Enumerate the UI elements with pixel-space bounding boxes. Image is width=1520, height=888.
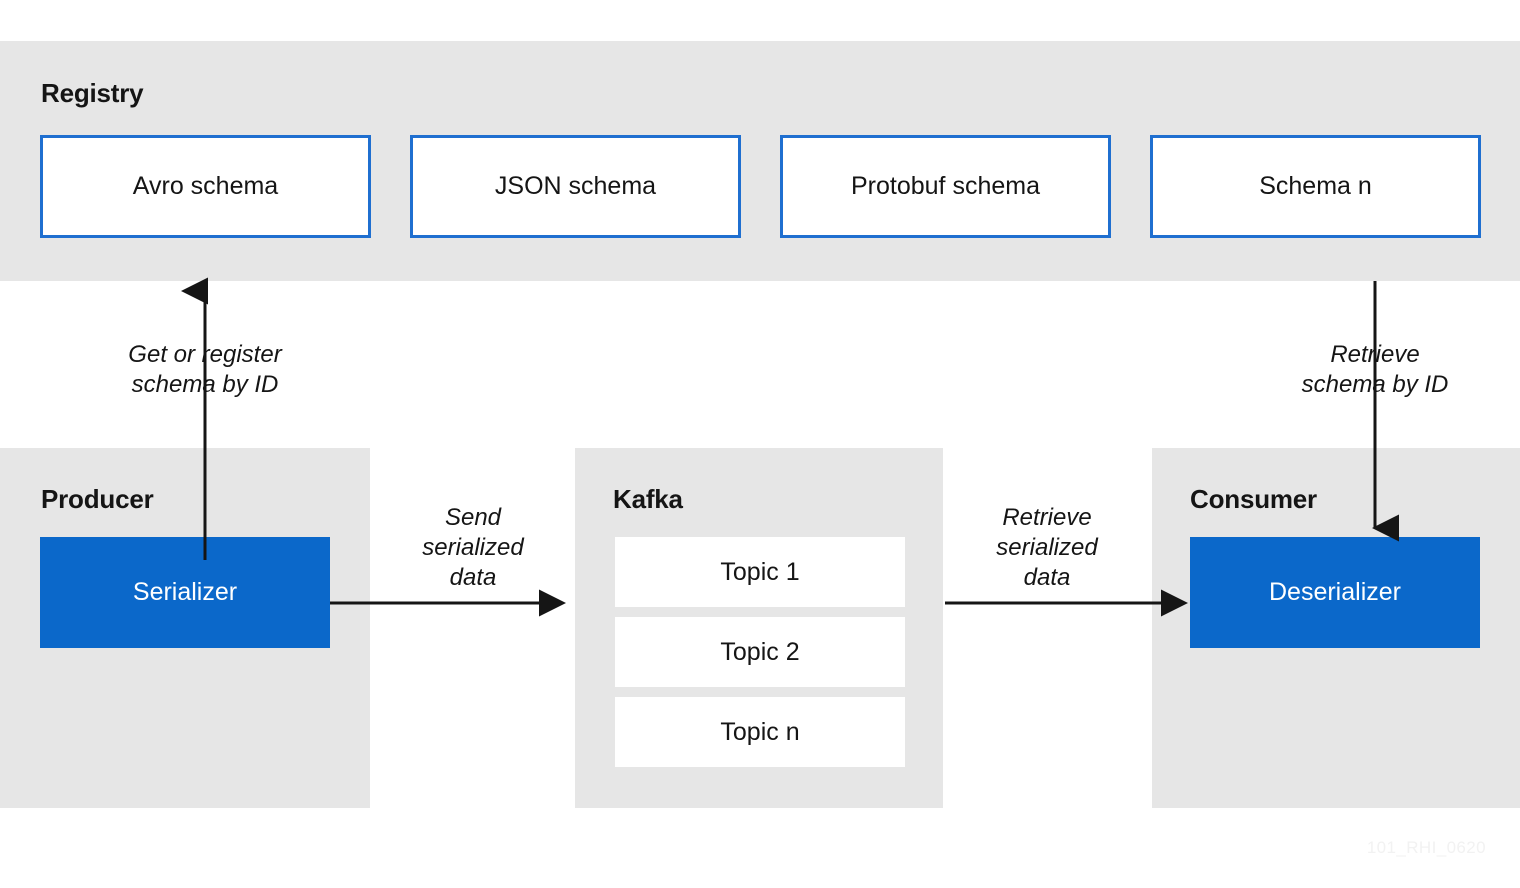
consumer-title: Consumer [1190,484,1317,514]
edge-label-retrieve-schema: Retrieve schema by ID [1301,341,1449,398]
watermark-label: 101_RHI_0620 [1366,838,1486,857]
registry-title: Registry [41,78,144,108]
schema-box-protobuf: Protobuf schema [780,135,1111,238]
kafka-title: Kafka [613,484,683,514]
edge-label-retrieve-serialized-data: Retrieve serialized data [996,504,1098,591]
deserializer-box: Deserializer [1190,537,1480,648]
producer-title: Producer [41,484,154,514]
schema-box-schema-n: Schema n [1150,135,1481,238]
topic-box-n: Topic n [615,697,905,767]
schema-box-json: JSON schema [410,135,741,238]
schema-box-avro: Avro schema [40,135,371,238]
edge-label-send-serialized-data: Send serialized data [422,504,524,591]
edge-label-get-or-register: Get or register schema by ID [128,341,282,398]
topic-box-1: Topic 1 [615,537,905,607]
topic-box-2: Topic 2 [615,617,905,687]
serializer-box: Serializer [40,537,330,648]
